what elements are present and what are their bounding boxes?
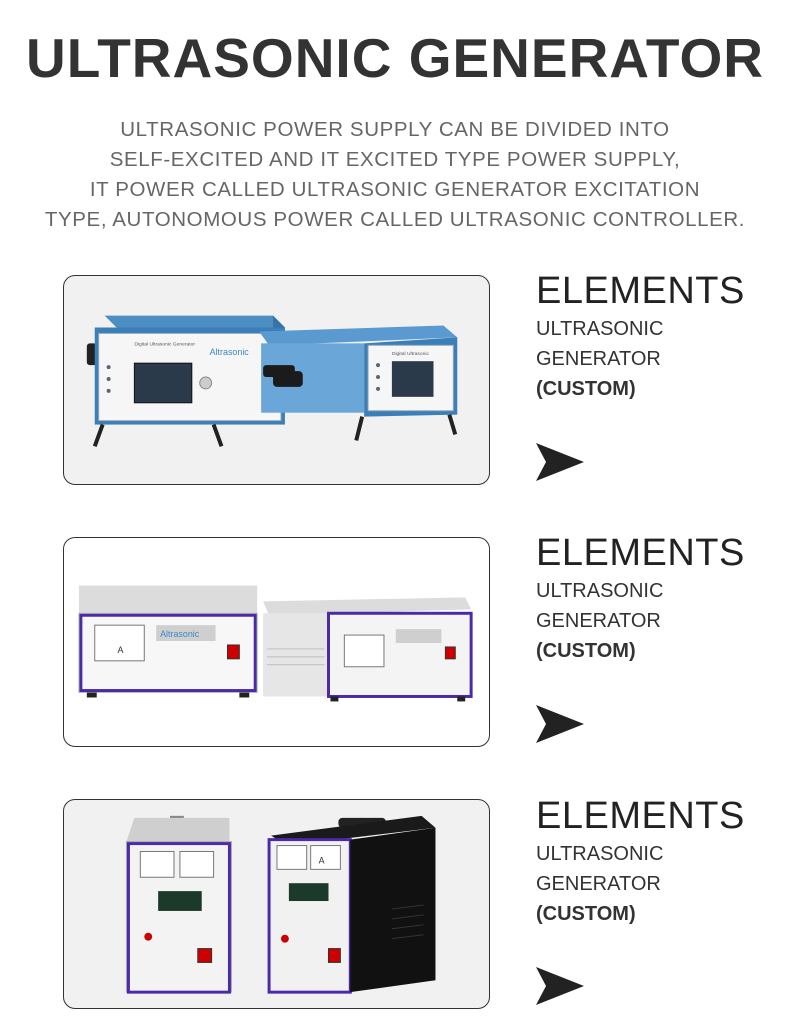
product-line: GENERATOR — [536, 348, 661, 370]
description-line: TYPE, AUTONOMOUS POWER CALLED ULTRASONIC… — [44, 208, 746, 231]
meter-unit: A — [319, 855, 325, 865]
product-image-card-2: A Altrasonic — [63, 537, 490, 747]
product-line: ULTRASONIC — [536, 318, 664, 340]
product-heading: ELEMENTS — [536, 270, 745, 312]
product-line-custom: (CUSTOM) — [536, 903, 636, 925]
brand-label: Altrasonic — [210, 347, 250, 357]
description-line: IT POWER CALLED ULTRASONIC GENERATOR EXC… — [89, 178, 701, 201]
digital-generator-photo: Digital Ultrasonic Generator Altrasonic … — [86, 315, 458, 448]
product-line-custom: (CUSTOM) — [536, 640, 636, 662]
analog-generator-photo: A Altrasonic — [78, 585, 473, 702]
arrow-right-icon[interactable] — [536, 967, 584, 1005]
product-info-2: ELEMENTS ULTRASONIC GENERATOR (CUSTOM) — [536, 534, 756, 666]
product-line: ULTRASONIC — [536, 843, 664, 865]
product-line-custom: (CUSTOM) — [536, 378, 636, 400]
title-highlight: GENERATOR — [404, 22, 771, 94]
product-line: ULTRASONIC — [536, 580, 664, 602]
description-line: SELF-EXCITED AND IT EXCITED TYPE POWER S… — [109, 148, 681, 171]
tower-generator-photo: A — [125, 815, 436, 994]
arrow-right-icon[interactable] — [536, 443, 584, 481]
product-heading: ELEMENTS — [536, 795, 745, 837]
product-line: GENERATOR — [536, 873, 661, 895]
product-heading: ELEMENTS — [536, 532, 745, 574]
product-info-1: ELEMENTS ULTRASONIC GENERATOR (CUSTOM) — [536, 272, 756, 404]
product-image-card-3: A — [63, 799, 490, 1009]
brand-label: Altrasonic — [160, 629, 200, 639]
description-line: ULTRASONIC POWER SUPPLY CAN BE DIVIDED I… — [120, 118, 670, 141]
page-header: ULTRASONIC GENERATOR — [0, 22, 790, 94]
page-title: ULTRASONIC GENERATOR — [25, 22, 771, 94]
arrow-right-icon[interactable] — [536, 705, 584, 743]
meter-unit: A — [118, 645, 124, 655]
title-plain: ULTRASONIC — [25, 27, 393, 89]
product-image-card-1: Digital Ultrasonic Generator Altrasonic … — [63, 275, 490, 485]
svg-text:Digital Ultrasonic Generator: Digital Ultrasonic Generator — [134, 341, 195, 347]
description: ULTRASONIC POWER SUPPLY CAN BE DIVIDED I… — [30, 115, 760, 235]
svg-text:Digital Ultrasonic: Digital Ultrasonic — [392, 351, 430, 357]
product-info-3: ELEMENTS ULTRASONIC GENERATOR (CUSTOM) — [536, 797, 756, 929]
product-line: GENERATOR — [536, 610, 661, 632]
